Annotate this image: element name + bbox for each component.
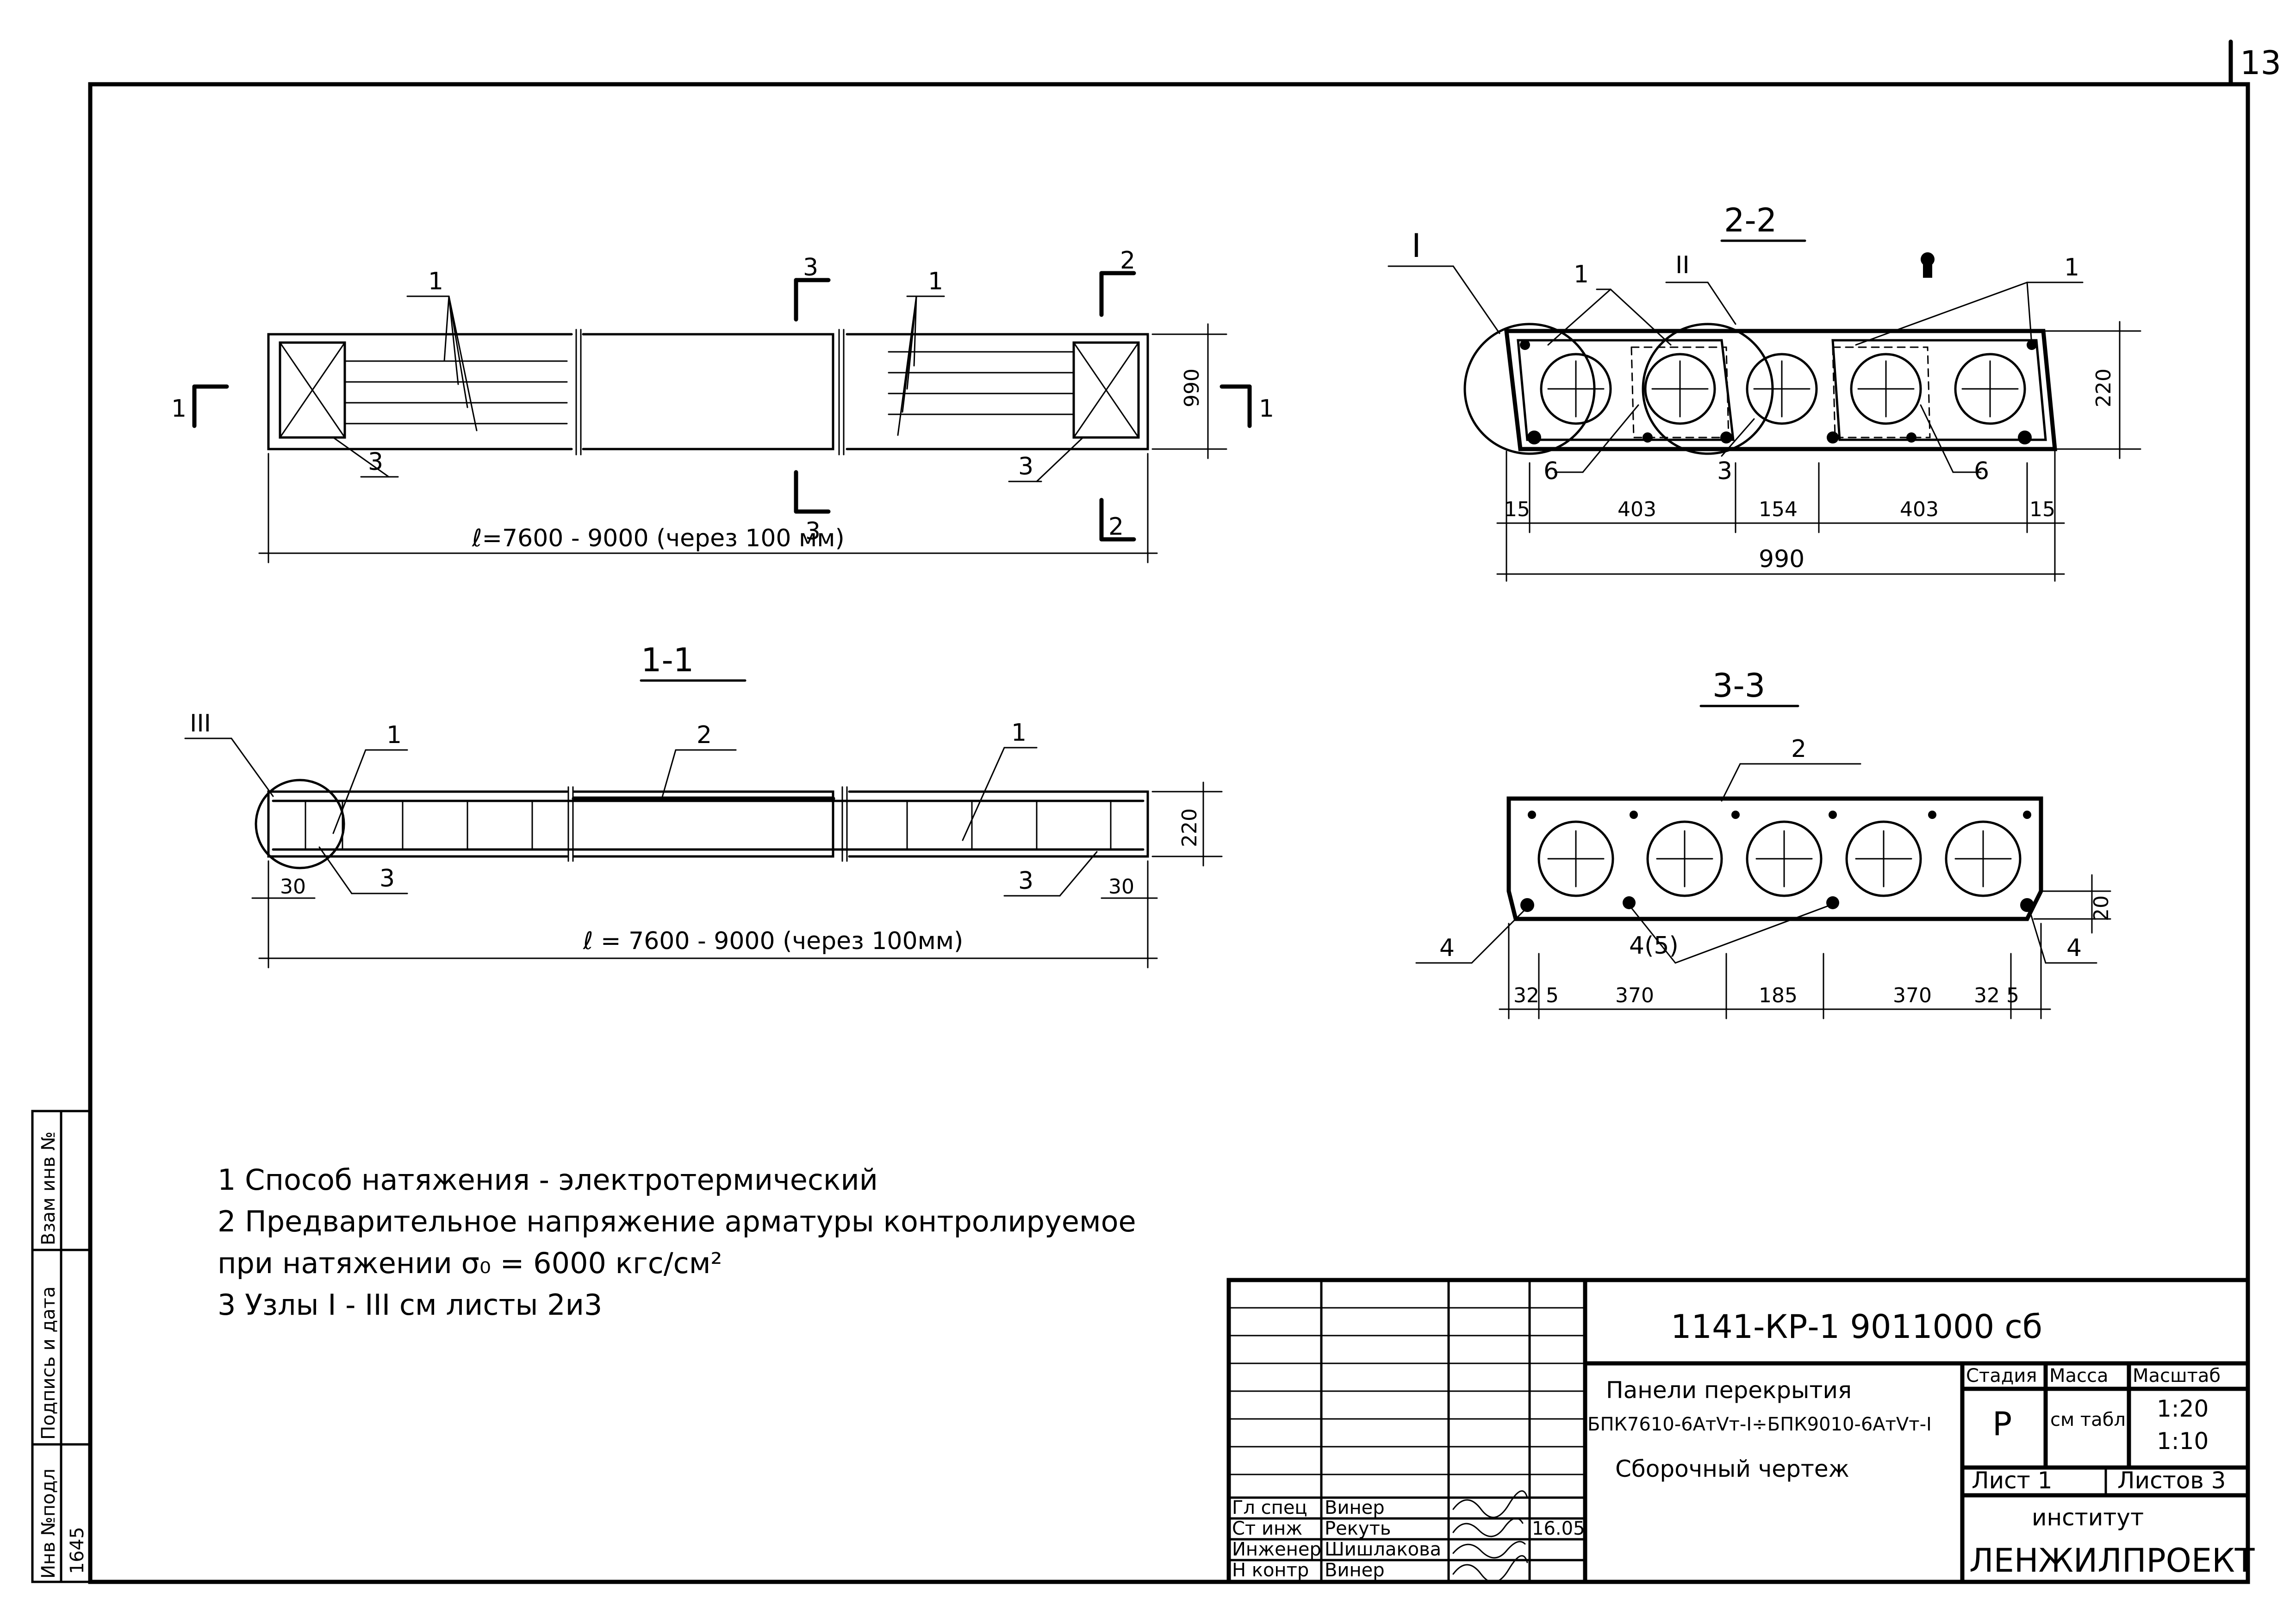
page-number: 13 [2240,44,2281,82]
section-2-2-callout-6-left: 6 [1543,457,1559,485]
section-2-2-callout-1-right: 1 [2064,254,2079,281]
section-1-1-dim-end-left: 30 [280,875,306,899]
drawing-frame [88,82,2250,1584]
title-mass-value: см табл [2050,1409,2126,1430]
plan-callout-1-right: 1 [928,268,943,295]
section-3-3: 3-3 2 4 4 4(5) [1415,667,2113,1019]
side-stamp-inv-podl: Инв №подл [38,1468,59,1579]
section-2-2-callout-3: 3 [1717,457,1732,485]
side-stamp-podpis: Подпись и дата [38,1287,59,1440]
title-sheet: Лист 1 [1972,1467,2052,1494]
section-2-2: 2-2 I II 1 [1388,201,2141,582]
staff-name-2: Рекуть [1325,1518,1391,1539]
section-1-1-callout-3-left: 3 [380,865,395,893]
plan-cut-3-bottom: 3 [805,518,821,545]
section-1-1-node-III: III [190,710,211,737]
node-II-circle [1642,323,1774,455]
section-2-2-dim-403-left: 403 [1618,498,1656,521]
node-III-circle [255,779,345,869]
title-institute-1: институт [2032,1504,2144,1531]
section-2-2-dim-15-right: 15 [2029,498,2055,521]
plan-dim-length: ℓ=7600 - 9000 (через 100 мм) [472,525,845,552]
section-1-1-callout-1-right: 1 [1011,719,1027,747]
section-3-3-callout-4-left: 4 [1439,934,1455,962]
side-stamp-vzam: Взам инв № [38,1131,59,1245]
section-1-1-dim-length: ℓ = 7600 - 9000 (через 100мм) [583,927,963,955]
staff-date-2: 16.05 [1532,1518,1585,1539]
staff-name-1: Винер [1325,1497,1385,1518]
title-mass-header: Масса [2049,1365,2109,1387]
section-3-3-dim-325-right: 32 5 [1974,984,2019,1007]
section-3-3-dim-325-left: 32 5 [1513,984,1559,1007]
title-stage-value: Р [1992,1405,2012,1443]
section-2-2-title: 2-2 [1724,201,1777,239]
section-1-1-callout-3-right: 3 [1018,867,1033,895]
section-2-2-dim-403-right: 403 [1900,498,1939,521]
section-3-3-dim-185: 185 [1759,984,1798,1007]
section-2-2-callout-6-right: 6 [1974,457,1989,485]
signatures [1452,1490,1528,1583]
section-3-3-dim-370-left: 370 [1615,984,1654,1007]
staff-role-1: Гл спец [1232,1497,1307,1518]
staff-role-3: Инженер [1232,1539,1321,1560]
title-stage-header: Стадия [1966,1365,2037,1387]
staff-role-2: Ст инж [1232,1518,1302,1539]
plan-cut-1-left: 1 [171,395,187,423]
plan-cut-1-right: 1 [1259,395,1274,423]
plan-callout-1-left: 1 [428,268,443,295]
plan-cut-2-top: 2 [1120,247,1135,275]
title-sheets: Листов 3 [2117,1467,2226,1494]
section-1-1-title: 1-1 [641,641,694,679]
section-2-2-callout-1-left: 1 [1574,261,1589,288]
section-3-3-dim-370-right: 370 [1893,984,1932,1007]
node-I-circle [1463,323,1596,455]
note-2: 2 Предварительное напряжение арматуры ко… [218,1205,1136,1238]
title-scale-value-1: 1:20 [2157,1395,2209,1422]
plan-cut-2-bottom: 2 [1108,513,1124,541]
note-4: 3 Узлы I - III см листы 2и3 [218,1288,602,1322]
plan-callout-3-right: 3 [1018,453,1033,481]
section-1-1-dim-height: 220 [1178,808,1201,847]
title-scale-header: Масштаб [2133,1365,2221,1387]
title-institute-2: ЛЕНЖИЛПРОЕКТ [1969,1542,2255,1580]
section-2-2-node-I: I [1412,227,1421,265]
title-name-line1: Панели перекрытия [1606,1377,1852,1404]
staff-name-4: Винер [1325,1560,1385,1581]
section-2-2-dim-height: 220 [2092,369,2116,407]
plan-dim-width: 990 [1180,369,1204,407]
staff-name-3: Шишлакова [1325,1539,1441,1560]
section-2-2-dim-total: 990 [1759,545,1804,573]
plan-callout-3-left: 3 [368,448,383,476]
section-3-3-callout-4-right: 4 [2066,934,2082,962]
section-1-1-callout-2: 2 [697,721,712,749]
plan-cut-3-top: 3 [803,254,818,281]
title-block: 1141-КР-1 9011000 сб Панели перекрытия Б… [1226,1278,2255,1584]
title-code: 1141-КР-1 9011000 сб [1671,1308,2042,1346]
side-stamp: Инв №подл Подпись и дата Взам инв № 1645 [31,1110,92,1583]
section-1-1-dim-end-right: 30 [1108,875,1134,899]
staff-role-4: Н контр [1232,1560,1309,1581]
title-name-line2: БПК7610-6АтVт-I÷БПК9010-6АтVт-I [1587,1414,1932,1435]
section-1-1: 1-1 III 1 2 1 3 [184,641,1223,968]
section-3-3-callout-2: 2 [1791,735,1806,763]
plan-view: 1 1 3 3 1 1 3 3 2 2 990 [171,247,1274,563]
section-3-3-title: 3-3 [1712,667,1765,705]
section-3-3-callout-4-5: 4(5) [1629,932,1679,960]
notes: 1 Способ натяжения - электротермический … [218,1163,1136,1322]
note-1: 1 Способ натяжения - электротермический [218,1163,878,1197]
section-2-2-node-II: II [1675,251,1690,279]
note-3: при натяжении σ₀ = 6000 кгс/см² [218,1246,722,1280]
section-1-1-callout-1-left: 1 [386,721,402,749]
title-name-line3: Сборочный чертеж [1615,1455,1849,1482]
title-scale-value-2: 1:10 [2157,1428,2209,1455]
section-2-2-dim-154: 154 [1759,498,1798,521]
side-stamp-inv-value: 1645 [67,1527,88,1574]
section-2-2-dim-15-left: 15 [1504,498,1530,521]
section-3-3-dim-side: 20 [2090,895,2113,921]
